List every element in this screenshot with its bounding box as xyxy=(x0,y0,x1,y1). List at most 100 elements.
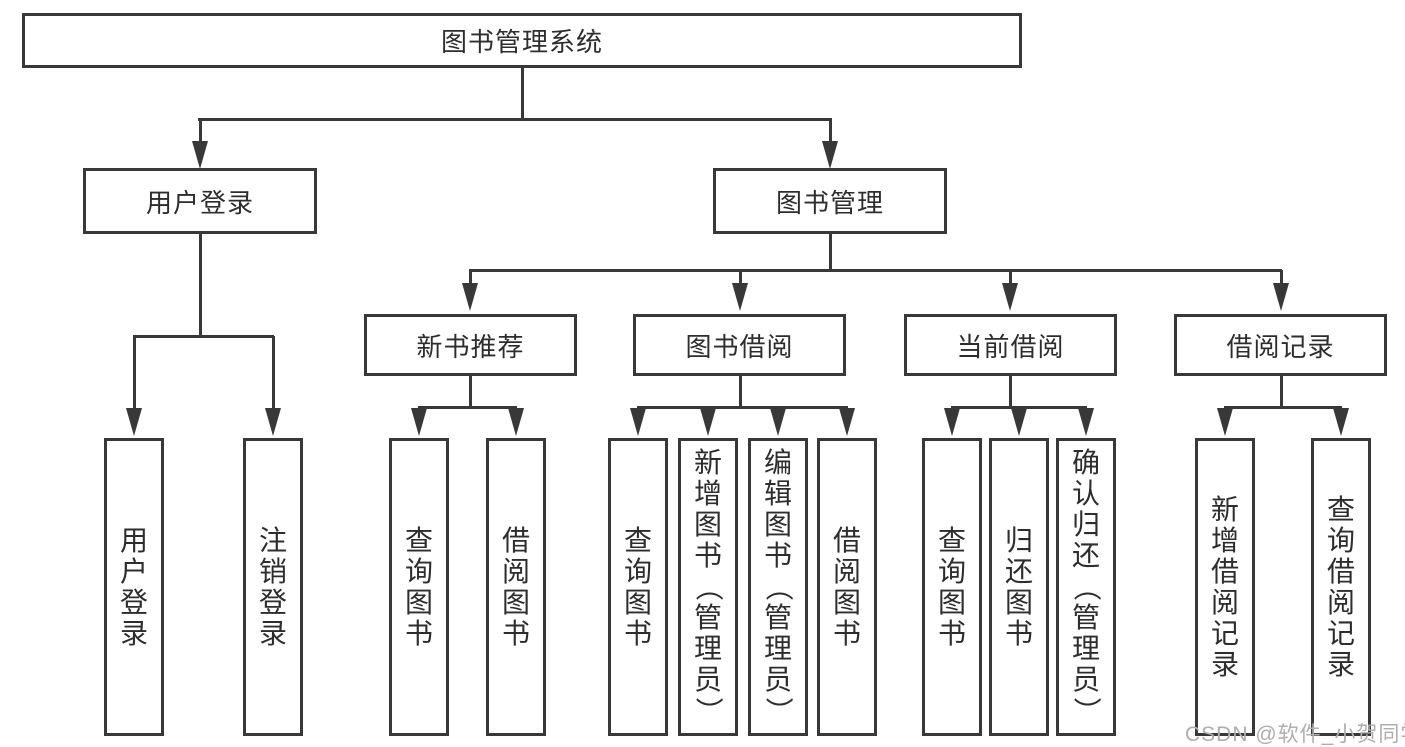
node-label-char: 询 xyxy=(623,555,652,587)
node-label-char: 录 xyxy=(1326,648,1355,680)
node-label-char: 销 xyxy=(258,555,287,587)
node-label-char: 图 xyxy=(501,586,530,618)
node-label-char: 理 xyxy=(763,633,792,664)
node-root: 图书管理系统 xyxy=(22,13,1022,68)
connector-line xyxy=(199,119,202,148)
arrow-down-icon xyxy=(265,408,281,436)
connector-line xyxy=(1009,270,1012,292)
node-label-char: 询 xyxy=(1326,524,1355,556)
node-label-char: 辑 xyxy=(763,478,792,509)
arrow-down-icon xyxy=(1333,408,1349,436)
node-label-char: 图 xyxy=(937,586,966,618)
node-current-borrow: 当前借阅 xyxy=(904,314,1117,376)
node-label-char: 录 xyxy=(119,617,148,649)
node-label-char: 员 xyxy=(1071,664,1100,695)
node-label-char: 确 xyxy=(1071,447,1100,478)
arrow-down-icon xyxy=(508,408,524,436)
connector-line xyxy=(637,406,848,409)
connector-line xyxy=(1009,376,1012,408)
node-label-char: 管 xyxy=(693,602,722,633)
node-label-char: 认 xyxy=(1071,478,1100,509)
node-leaf-query-books-2: 查询图书 xyxy=(608,438,668,736)
node-leaf-user-login: 用户登录 xyxy=(104,438,164,736)
node-label-char: 阅 xyxy=(1326,586,1355,618)
connector-line xyxy=(829,234,832,271)
node-leaf-add-books: 新增图书（管理员） xyxy=(678,438,738,736)
node-label-char: 管 xyxy=(763,602,792,633)
node-label-char: 询 xyxy=(937,555,966,587)
node-label-char: 用 xyxy=(119,524,148,556)
node-label-char: 图 xyxy=(763,509,792,540)
node-label-char: 查 xyxy=(623,524,652,556)
connector-line xyxy=(739,376,742,408)
connector-line xyxy=(1224,406,1342,409)
node-label-char: 户 xyxy=(119,555,148,587)
node-label-char: 归 xyxy=(1004,524,1033,556)
node-label-char: 查 xyxy=(937,524,966,556)
node-borrow-records: 借阅记录 xyxy=(1174,314,1387,376)
node-label-char: 录 xyxy=(258,617,287,649)
connector-line xyxy=(739,270,742,292)
node-label-char: 增 xyxy=(693,478,722,509)
connector-line xyxy=(469,269,1282,272)
node-leaf-borrow-books-1: 借阅图书 xyxy=(486,438,546,736)
node-label-char: 编 xyxy=(763,447,792,478)
arrow-down-icon xyxy=(1078,408,1094,436)
node-label-char: 注 xyxy=(258,524,287,556)
node-leaf-return-books: 归还图书 xyxy=(989,438,1049,736)
connector-line xyxy=(829,119,832,148)
node-label-char: 还 xyxy=(1071,540,1100,571)
arrow-down-icon xyxy=(1011,408,1027,436)
node-label-char: （ xyxy=(692,572,724,602)
arrow-down-icon xyxy=(1273,283,1289,311)
node-label-char: 询 xyxy=(404,555,433,587)
node-book-borrow: 图书借阅 xyxy=(633,314,846,376)
node-leaf-add-borrow-record: 新增借阅记录 xyxy=(1195,438,1255,736)
node-label-char: （ xyxy=(762,572,794,602)
node-label-char: 借 xyxy=(1326,555,1355,587)
node-label-char: 员 xyxy=(693,664,722,695)
node-label-char: 员 xyxy=(763,664,792,695)
node-label-char: 图 xyxy=(693,509,722,540)
arrow-down-icon xyxy=(839,408,855,436)
arrow-down-icon xyxy=(700,408,716,436)
node-label-char: 书 xyxy=(501,617,530,649)
node-leaf-query-books-3: 查询图书 xyxy=(922,438,982,736)
arrow-down-icon xyxy=(630,408,646,436)
node-label-char: 书 xyxy=(1004,617,1033,649)
connector-line xyxy=(469,376,472,408)
node-leaf-borrow-books-2: 借阅图书 xyxy=(817,438,877,736)
connector-line xyxy=(133,335,274,338)
node-leaf-query-borrow-record: 查询借阅记录 xyxy=(1311,438,1371,736)
connector-line xyxy=(199,234,202,337)
connector-line xyxy=(1280,376,1283,408)
node-label-char: 新 xyxy=(693,447,722,478)
connector-line xyxy=(1280,270,1283,292)
arrow-down-icon xyxy=(1002,283,1018,311)
connector-line xyxy=(951,406,1087,409)
node-label-char: 录 xyxy=(1210,648,1239,680)
node-label-char: 阅 xyxy=(832,555,861,587)
node-label-char: （ xyxy=(1070,572,1102,602)
node-label-char: 书 xyxy=(937,617,966,649)
connector-line xyxy=(133,336,136,416)
node-label-char: 图 xyxy=(1004,586,1033,618)
node-label-char: 查 xyxy=(404,524,433,556)
connector-line xyxy=(418,406,517,409)
arrow-down-icon xyxy=(944,408,960,436)
node-label-char: 书 xyxy=(693,540,722,571)
arrow-down-icon xyxy=(192,141,208,169)
node-label-char: 归 xyxy=(1071,509,1100,540)
node-leaf-confirm-return: 确认归还（管理员） xyxy=(1056,438,1116,736)
node-leaf-logout: 注销登录 xyxy=(243,438,303,736)
node-label-char: 管 xyxy=(1071,602,1100,633)
node-label-char: 增 xyxy=(1210,524,1239,556)
arrow-down-icon xyxy=(462,283,478,311)
node-label-char: 书 xyxy=(623,617,652,649)
node-label-char: 借 xyxy=(832,524,861,556)
arrow-down-icon xyxy=(732,283,748,311)
node-label-char: 还 xyxy=(1004,555,1033,587)
node-label-char: 查 xyxy=(1326,493,1355,525)
node-label-char: ） xyxy=(1070,696,1102,726)
